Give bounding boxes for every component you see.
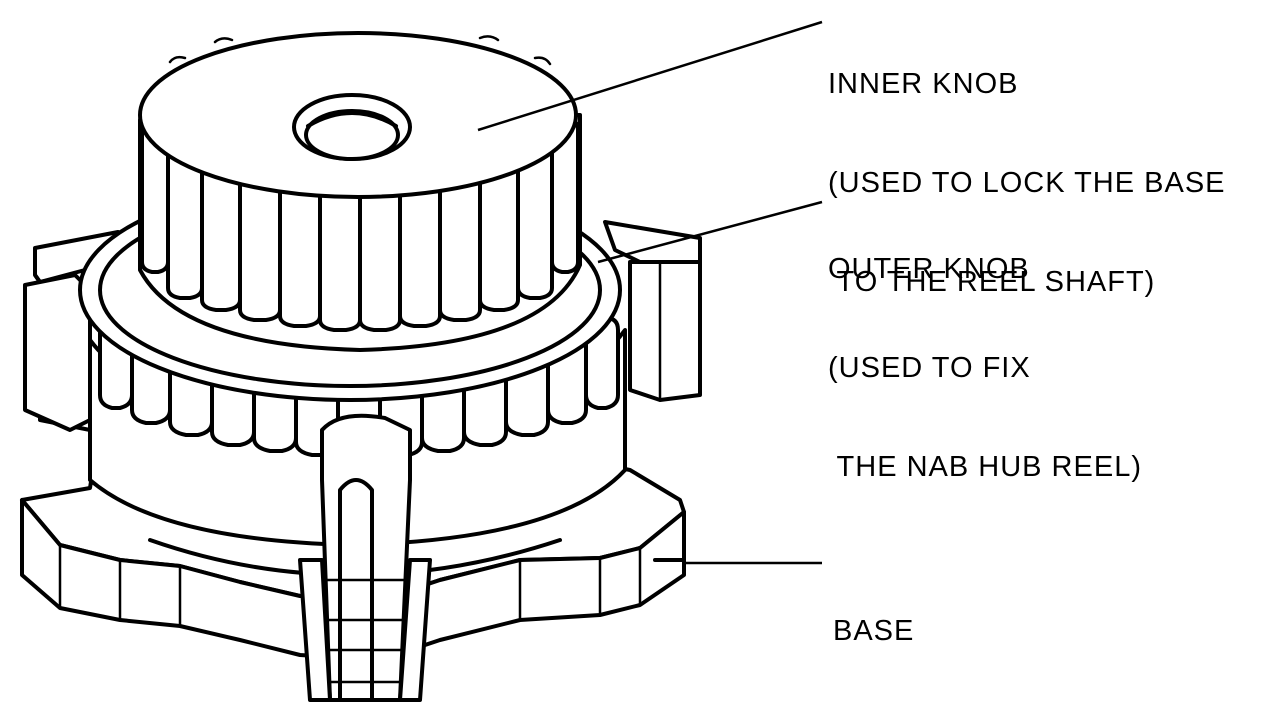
base-lug-left [20, 498, 62, 610]
outer-knob-front-lug-skirt [298, 558, 332, 702]
outer-knob-front-lug-steps [313, 578, 417, 684]
outer-knob-title: OUTER KNOB [828, 253, 1030, 285]
inner-knob-part [138, 31, 582, 352]
outer-knob-desc-line-1: (USED TO FIX [828, 352, 1031, 384]
leader-outer-knob [597, 200, 823, 264]
base-title: BASE [833, 615, 915, 647]
base-label: BASE [833, 549, 914, 681]
inner-knob-title: INNER KNOB [828, 68, 1019, 100]
inner-knob-center-hole-bore [306, 111, 398, 128]
outer-knob-wing-left-block [23, 273, 92, 432]
outer-knob-desc-line-2: THE NAB HUB REEL) [828, 451, 1142, 483]
inner-knob-label: INNER KNOB (USED TO LOCK THE BASE TO THE… [828, 2, 1226, 332]
inner-knob-desc-line-2: TO THE REEL SHAFT) [828, 266, 1156, 298]
base-step [118, 558, 522, 628]
outer-knob-front-lug-rib [338, 478, 374, 702]
inner-knurl [140, 118, 580, 332]
inner-knob-rim-bumps [168, 35, 552, 66]
outer-knob-label: OUTER KNOB (USED TO FIX THE NAB HUB REEL… [828, 187, 1142, 517]
inner-knob-desc-line-1: (USED TO LOCK THE BASE [828, 167, 1226, 199]
outer-knob-wing-right-block [628, 260, 702, 402]
leader-inner-knob [477, 20, 823, 132]
outer-knob-front-lug-skirt-right [398, 558, 432, 702]
